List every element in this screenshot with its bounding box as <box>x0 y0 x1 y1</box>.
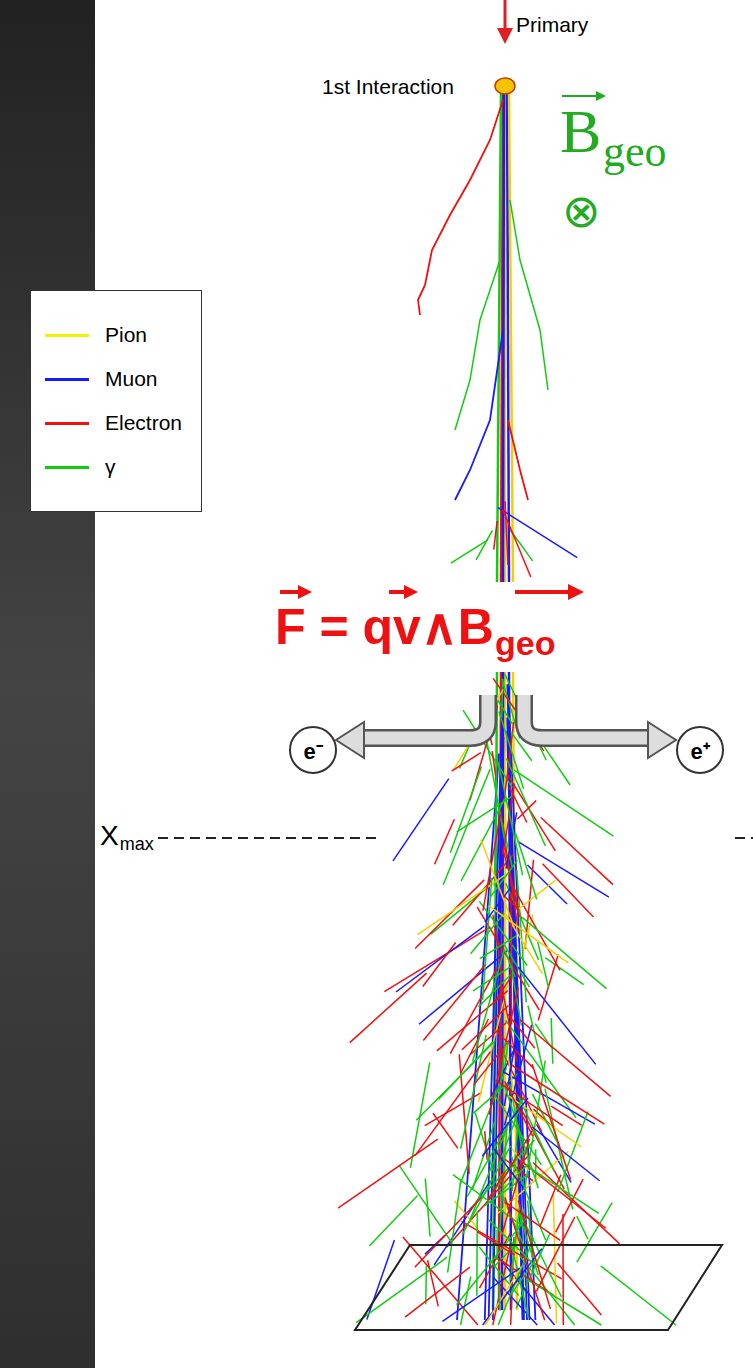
xmax-subscript: max <box>120 835 154 853</box>
legend-swatch <box>45 378 89 381</box>
legend-text: Pion <box>105 323 147 347</box>
legend-swatch <box>45 422 89 425</box>
particle-label: e⁻ <box>303 735 322 765</box>
field-symbol: B <box>560 100 601 162</box>
field-subscript: geo <box>603 130 667 174</box>
lorentz-force-formula: F = qv∧B <box>275 600 494 654</box>
legend-entry: Muon <box>45 357 191 401</box>
particle-circle: e⁻ <box>289 726 337 774</box>
particle-circle: e⁺ <box>676 726 724 774</box>
legend-swatch <box>45 466 89 469</box>
legend-swatch <box>45 334 89 337</box>
legend-text: Electron <box>105 411 182 435</box>
legend-entry: Pion <box>45 313 191 357</box>
into-page-symbol: ⊗ <box>562 188 601 234</box>
legend-box: PionMuonElectron γ <box>30 290 202 512</box>
particle-label: e⁺ <box>690 735 709 765</box>
legend-text: γ <box>105 455 116 479</box>
xmax-symbol: X <box>100 822 119 850</box>
legend-entry: Electron <box>45 401 191 445</box>
force-subscript: geo <box>495 624 555 662</box>
primary-label: Primary <box>516 14 588 35</box>
interaction-label: 1st Interaction <box>322 76 454 97</box>
legend-text: Muon <box>105 367 158 391</box>
legend-entry: γ <box>45 445 191 489</box>
